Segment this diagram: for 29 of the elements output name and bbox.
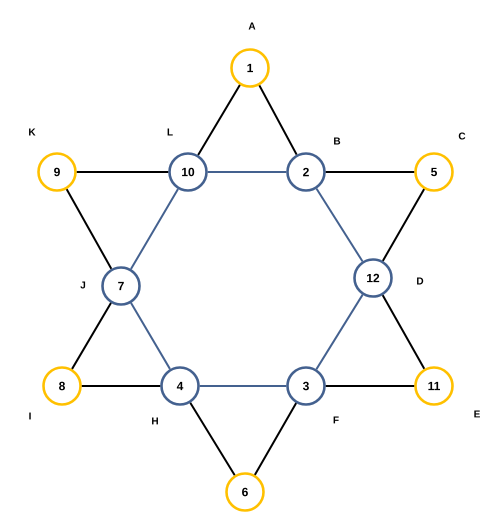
node-letter: E — [474, 410, 480, 418]
node-letter: J — [80, 282, 86, 288]
node-letter: H — [152, 418, 158, 424]
node-letter: A — [248, 22, 256, 30]
connector-line — [326, 385, 414, 387]
connector-line — [197, 84, 241, 156]
connector-line — [82, 385, 160, 387]
node-letter: F — [334, 416, 339, 424]
connector-line — [382, 294, 426, 370]
node-letter: I — [29, 412, 31, 420]
node-letter: B — [334, 138, 340, 144]
connector-line — [71, 302, 112, 370]
node-letter: K — [29, 128, 36, 136]
node-letter: L — [168, 128, 173, 136]
connector-line — [66, 188, 112, 270]
node-letter: C — [458, 132, 466, 140]
connector-line — [382, 188, 425, 262]
connector-line — [76, 171, 168, 173]
connector-line — [326, 171, 414, 173]
connector-line — [190, 402, 236, 476]
connector-line — [254, 402, 297, 476]
node-letter: D — [417, 278, 424, 284]
connector-line — [258, 84, 298, 156]
connector-line — [130, 302, 171, 370]
connector-line — [200, 385, 286, 387]
connector-line — [316, 294, 364, 370]
connector-line — [208, 171, 286, 173]
connector-line — [316, 188, 364, 262]
connector-line — [130, 188, 179, 270]
